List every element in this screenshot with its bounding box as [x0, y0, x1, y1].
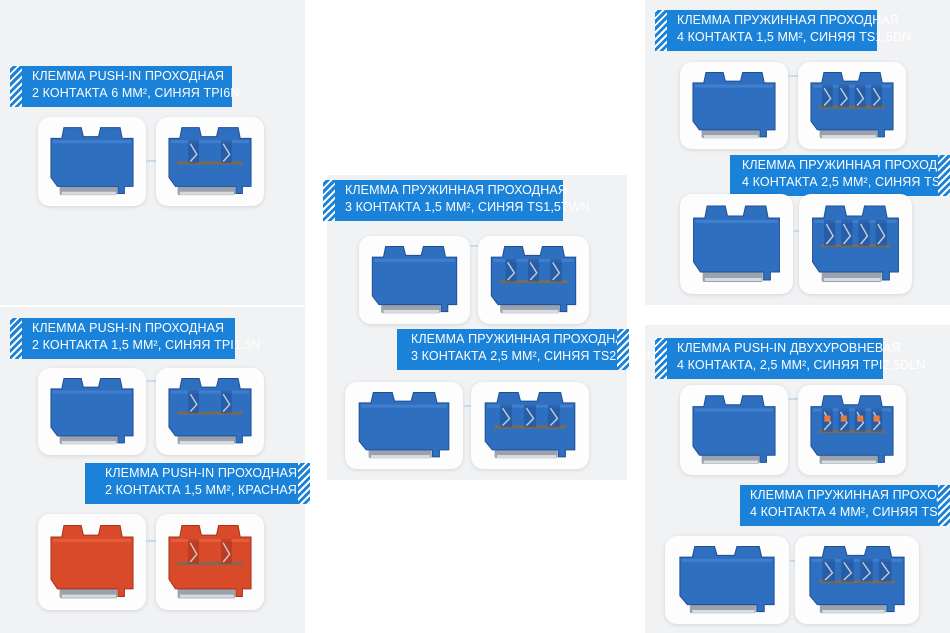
card-ts15twn-section	[478, 236, 589, 324]
card-tpi25dln-front	[680, 385, 788, 475]
connector-line	[788, 75, 798, 77]
card-ts4dn-front	[665, 536, 789, 624]
card-ts25twn-front	[345, 382, 463, 469]
card-tpi15n-section	[156, 368, 264, 455]
connector-line	[788, 398, 798, 400]
terminal-illustration	[484, 391, 576, 459]
terminal-illustration	[50, 127, 134, 196]
card-ts15dn-front	[680, 62, 788, 149]
terminal-illustration	[168, 127, 252, 196]
card-ts25dn-section	[799, 194, 912, 294]
terminal-illustration	[50, 525, 134, 599]
card-tpi15rd-front	[38, 514, 146, 610]
card-tpi6n-section	[156, 117, 264, 206]
terminal-illustration	[168, 525, 252, 599]
terminal-illustration	[812, 205, 899, 282]
terminal-illustration	[679, 546, 775, 614]
terminal-illustration	[810, 71, 894, 139]
card-tpi6n-front	[38, 117, 146, 206]
connector-line	[470, 245, 478, 247]
card-ts4dn-section	[795, 536, 919, 624]
connector-line	[146, 160, 156, 162]
card-ts25twn-section	[471, 382, 589, 469]
connector-line	[146, 380, 156, 382]
card-tpi15n-front	[38, 368, 146, 455]
card-ts15twn-front	[359, 236, 470, 324]
card-tpi25dln-section	[798, 385, 906, 475]
terminal-illustration	[693, 205, 780, 282]
terminal-illustration	[692, 71, 776, 139]
terminal-illustration	[490, 246, 577, 314]
terminal-illustration	[809, 546, 905, 614]
terminal-illustration	[371, 246, 458, 314]
terminal-illustration	[692, 395, 776, 464]
terminal-illustration	[358, 391, 450, 459]
connector-line	[146, 540, 156, 542]
connector-line	[793, 230, 799, 232]
terminal-illustration	[810, 395, 894, 464]
terminal-illustration	[168, 377, 252, 445]
card-ts15dn-section	[798, 62, 906, 149]
connector-line	[463, 405, 471, 407]
card-tpi15rd-section	[156, 514, 264, 610]
connector-line	[789, 560, 795, 562]
terminal-illustration	[50, 377, 134, 445]
card-ts25dn-front	[680, 194, 793, 294]
